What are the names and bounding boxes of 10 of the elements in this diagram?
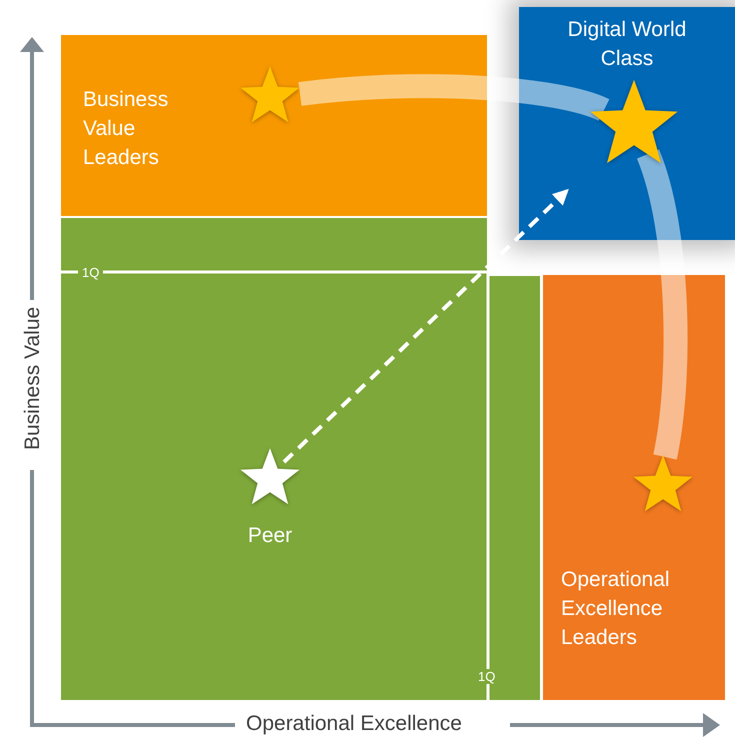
star-label: Peer xyxy=(246,523,294,549)
quartile-label: 1Q xyxy=(78,265,104,280)
quadrant-box xyxy=(519,7,735,240)
quadrant-box xyxy=(543,275,725,700)
quadrant-label: Business Value Leaders xyxy=(83,87,170,171)
quadrant-label: Operational Excellence Leaders xyxy=(561,567,671,651)
swoosh-connector xyxy=(636,150,688,460)
swoosh-connector xyxy=(298,74,609,122)
quadrant-box xyxy=(61,35,487,216)
quadrant-label: Digital World Class xyxy=(566,17,688,72)
